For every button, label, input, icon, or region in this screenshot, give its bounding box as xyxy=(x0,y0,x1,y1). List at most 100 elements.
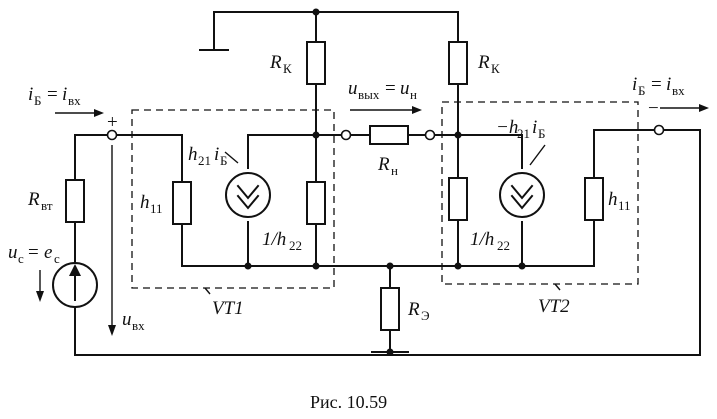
svg-text:u: u xyxy=(8,242,18,263)
plus-sign: + xyxy=(107,112,118,133)
svg-text:c: c xyxy=(54,251,60,266)
source-voltage-arrow xyxy=(36,270,44,302)
svg-text:вх: вх xyxy=(672,83,685,98)
vt2-source-label: −h 21 i Б xyxy=(496,117,545,141)
bottom-return-wire xyxy=(74,129,701,356)
svg-text:Б: Б xyxy=(220,153,227,168)
vt2-current-source xyxy=(499,172,545,218)
svg-text:Б: Б xyxy=(638,83,645,98)
left-input-current-label: i Б = i вх xyxy=(28,84,81,108)
rvt-label: R вт xyxy=(27,189,53,213)
minus-sign: − xyxy=(648,98,659,119)
re-label: R Э xyxy=(407,299,430,323)
vt1-source-pointer xyxy=(224,151,239,164)
svg-text:i: i xyxy=(214,144,219,165)
svg-text:21: 21 xyxy=(198,153,211,168)
svg-text:Б: Б xyxy=(538,126,545,141)
vt2-h22-resistor xyxy=(448,177,468,221)
junction-dots xyxy=(244,8,526,356)
re-resistor xyxy=(380,287,400,331)
right-input-current-label: i Б = i вх xyxy=(632,74,685,98)
svg-text:R: R xyxy=(27,189,40,210)
svg-text:h: h xyxy=(188,144,198,165)
svg-text:−h: −h xyxy=(496,117,518,138)
svg-text:=: = xyxy=(47,84,58,105)
svg-text:u: u xyxy=(348,78,358,99)
svg-text:21: 21 xyxy=(517,126,530,141)
svg-text:н: н xyxy=(391,163,398,178)
left-input-current-arrow xyxy=(55,109,104,117)
vt1-h11-label: h 11 xyxy=(140,192,163,216)
svg-text:н: н xyxy=(410,87,417,102)
svg-text:К: К xyxy=(283,61,292,76)
svg-text:i: i xyxy=(532,117,537,138)
vt2-h11-label: h 11 xyxy=(608,189,631,213)
svg-text:R: R xyxy=(477,52,490,73)
top-rail-wire xyxy=(213,11,459,131)
input-voltage-arrow xyxy=(108,145,116,336)
left-input-terminal xyxy=(106,129,118,141)
rk2-label: R К xyxy=(477,52,500,76)
svg-text:=: = xyxy=(28,242,39,263)
vt1-h22-resistor xyxy=(306,181,326,225)
rn-resistor xyxy=(369,125,409,145)
svg-text:R: R xyxy=(407,299,420,320)
svg-text:c: c xyxy=(18,251,24,266)
load-left-terminal xyxy=(340,129,352,141)
svg-text:h: h xyxy=(608,189,618,210)
svg-text:u: u xyxy=(400,78,410,99)
vt1-current-source xyxy=(225,172,271,218)
vt2-source-pointer xyxy=(529,144,546,166)
svg-text:вых: вых xyxy=(358,87,380,102)
svg-text:i: i xyxy=(62,84,67,105)
svg-text:22: 22 xyxy=(497,238,510,253)
svg-text:1/h: 1/h xyxy=(262,229,286,250)
rn-label: R н xyxy=(377,154,398,178)
input-voltage-label: u вх xyxy=(122,309,145,333)
svg-text:11: 11 xyxy=(150,201,163,216)
svg-text:h: h xyxy=(140,192,150,213)
right-input-terminal xyxy=(653,124,665,136)
vt1-h22-label: 1/h 22 xyxy=(262,229,302,253)
vt1-tick xyxy=(204,287,211,295)
svg-text:К: К xyxy=(491,61,500,76)
svg-text:=: = xyxy=(385,78,396,99)
svg-text:Б: Б xyxy=(34,93,41,108)
svg-text:вт: вт xyxy=(41,198,53,213)
vt1-h11-resistor xyxy=(172,181,192,225)
rk2-resistor xyxy=(448,41,468,85)
source-voltage-label: u c = e c xyxy=(8,242,60,266)
vt1-source-label: h 21 i Б xyxy=(188,144,227,168)
svg-text:Э: Э xyxy=(421,308,430,323)
rk1-label: R К xyxy=(269,52,292,76)
vt2-h11-resistor xyxy=(584,177,604,221)
svg-text:=: = xyxy=(651,74,662,95)
svg-text:i: i xyxy=(632,74,637,95)
svg-text:u: u xyxy=(122,309,132,330)
vt2-label: VT2 xyxy=(538,296,570,317)
svg-text:вх: вх xyxy=(132,318,145,333)
svg-text:i: i xyxy=(28,84,33,105)
svg-text:1/h: 1/h xyxy=(470,229,494,250)
right-input-current-arrow xyxy=(660,104,709,112)
vt2-tick xyxy=(554,283,561,291)
vt2-box xyxy=(441,101,639,285)
output-voltage-label: u вых = u н xyxy=(348,78,417,102)
svg-text:i: i xyxy=(666,74,671,95)
vt2-h22-label: 1/h 22 xyxy=(470,229,510,253)
svg-text:11: 11 xyxy=(618,198,631,213)
output-voltage-arrow xyxy=(350,106,422,114)
vt1-box xyxy=(131,109,335,289)
svg-text:R: R xyxy=(269,52,282,73)
input-voltage-source xyxy=(52,262,98,308)
load-right-terminal xyxy=(424,129,436,141)
figure-caption: Рис. 10.59 xyxy=(310,392,387,412)
rk1-resistor xyxy=(306,41,326,85)
svg-text:R: R xyxy=(377,154,390,175)
svg-text:e: e xyxy=(44,242,52,263)
svg-text:22: 22 xyxy=(289,238,302,253)
svg-text:вх: вх xyxy=(68,93,81,108)
rvt-resistor xyxy=(65,179,85,223)
vt1-label: VT1 xyxy=(212,298,244,319)
